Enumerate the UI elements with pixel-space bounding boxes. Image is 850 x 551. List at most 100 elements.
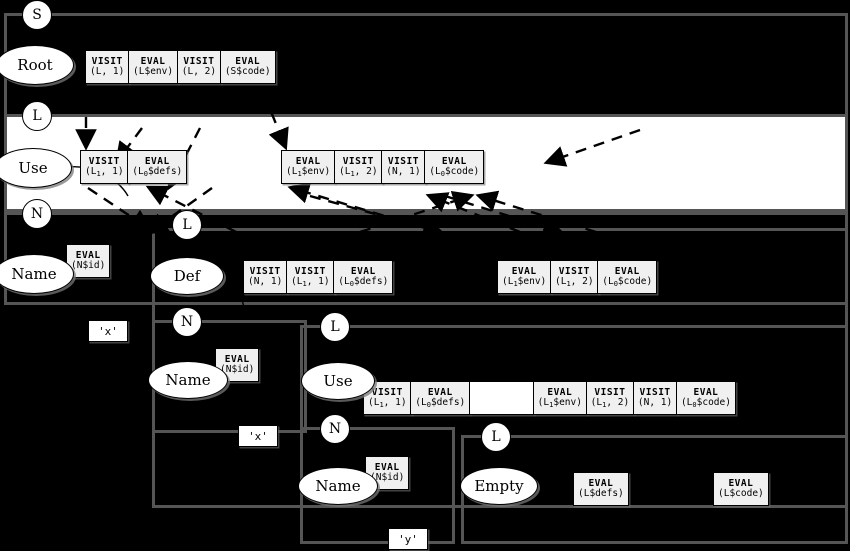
instruction-arg: (L0$code) [680,397,731,409]
nonterminal-circle-l-2: L [172,210,202,240]
instruction-op: EVAL [350,265,376,277]
instruction-box: VISIT(N, 1) [632,381,678,415]
instruction-box: VISIT(L1, 2) [549,260,599,294]
instruction-box: EVAL(L0$defs) [127,150,188,184]
instruction-op: VISIT [639,386,671,398]
nonterminal-label: L [182,217,192,233]
terminal-label: 'x' [248,429,268,443]
instruction-arg: (L1, 2) [554,276,594,288]
instruction-box: VISIT(L1, 1) [80,150,129,184]
instruction-box: VISIT(L1, 2) [333,150,383,184]
instruction-arg: (L0$defs) [415,397,466,409]
instruction-arg: (L, 1) [90,66,125,77]
instruction-box: EVAL(L0$code) [597,260,658,294]
instruction-arg: (N$id) [370,472,405,483]
instruction-op: VISIT [183,55,215,67]
instruction-box: EVAL(L0$defs) [333,260,394,294]
instruction-box: VISIT(N, 1) [243,260,288,294]
instruction-arg: (L0$code) [429,166,480,178]
production-ellipse-name-2: Name [148,361,228,399]
instruction-arg: (S$code) [224,66,271,77]
instruction-arg: (L1, 2) [590,397,630,409]
instruction-group-use2-a: VISIT(L1, 1)EVAL(L0$defs)EVAL(L1$env)VIS… [363,381,736,415]
production-label: Empty [474,477,524,495]
terminal-label: 'x' [98,324,118,338]
instruction-group-root-a: VISIT(L, 1)EVAL(L$env)VISIT(L, 2)EVAL(S$… [85,50,276,84]
instruction-op: EVAL [144,155,170,167]
instruction-box: VISIT(L, 1) [85,50,130,84]
instruction-op: EVAL [441,155,467,167]
instruction-op: EVAL [235,55,261,67]
nonterminal-label: L [491,429,501,445]
production-label: Name [315,477,361,495]
instruction-group-use1-b: EVAL(L1$env)VISIT(L1, 2)VISIT(N, 1)EVAL(… [281,150,485,184]
instruction-arg: (L$defs) [578,488,624,499]
instruction-op: EVAL [427,386,453,398]
nonterminal-circle-n-1: N [22,199,52,229]
instruction-group-empty-a: EVAL(L$defs) [573,472,629,506]
instruction-box: VISIT(L1, 1) [286,260,335,294]
instruction-box: EVAL(L1$env) [532,381,587,415]
nonterminal-label: N [30,206,44,222]
instruction-box: EVAL(L$env) [128,50,179,84]
instruction-op: EVAL [511,265,537,277]
production-ellipse-def: Def [150,257,224,295]
instruction-arg: (L1, 2) [338,166,378,178]
instruction-arg: (L, 2) [181,66,217,77]
terminal-box-y-1: 'y' [388,528,428,550]
terminal-label: 'y' [398,532,418,546]
instruction-op: EVAL [588,477,614,489]
instruction-group-use1-a: VISIT(L1, 1)EVAL(L0$defs) [80,150,188,184]
instruction-op: VISIT [249,265,281,277]
instruction-arg: (L1$env) [502,276,547,288]
instruction-box: EVAL(L0$code) [424,150,485,184]
production-ellipse-name-3: Name [298,467,378,505]
nonterminal-circle-n-3: N [320,414,350,444]
instruction-op: EVAL [140,55,166,67]
instruction-op: VISIT [594,386,626,398]
instruction-op: EVAL [614,265,640,277]
instruction-arg: (N$id) [220,364,255,375]
instruction-box: EVAL(L1$env) [497,260,552,294]
production-label: Name [11,265,57,283]
instruction-op: VISIT [558,265,590,277]
instruction-arg: (L0$defs) [338,276,389,288]
instruction-arg: (L1, 1) [85,166,124,178]
nonterminal-circle-l-4: L [481,422,511,452]
nonterminal-circle-l-3: L [320,312,350,342]
instruction-group-name2-a: EVAL(N$id) [215,348,260,382]
production-label: Use [323,372,353,390]
instruction-op: VISIT [91,55,123,67]
nonterminal-label: S [32,7,42,23]
nonterminal-circle-l-1: L [22,101,52,131]
instruction-box: EVAL(N$id) [215,348,260,382]
production-ellipse-empty: Empty [460,467,538,505]
nonterminal-label: N [328,421,342,437]
instruction-arg: (L$code) [718,488,764,499]
instruction-op: EVAL [295,155,321,167]
instruction-arg: (N, 1) [637,397,673,408]
nest-box-l-3 [300,325,848,508]
instruction-arg: (L$env) [133,66,174,77]
instruction-op: VISIT [88,155,120,167]
instruction-op: EVAL [224,353,250,365]
nonterminal-label: L [330,319,340,335]
instruction-op: EVAL [547,386,573,398]
instruction-box: EVAL(L1$env) [281,150,336,184]
instruction-arg: (L1, 1) [368,397,407,409]
instruction-box: VISIT(L1, 2) [585,381,635,415]
instruction-arg: (L1$env) [537,397,582,409]
instruction-box: EVAL(L$defs) [573,472,629,506]
instruction-arg: (L0$defs) [132,166,183,178]
production-label: Root [17,56,53,74]
instruction-box: EVAL(S$code) [219,50,276,84]
production-label: Def [173,267,201,285]
instruction-arg: (L1, 1) [291,276,330,288]
instruction-box: EVAL(L0$code) [675,381,736,415]
instruction-box: EVAL(L0$defs) [410,381,471,415]
instruction-arg: (N, 1) [248,276,283,287]
instruction-op: EVAL [374,461,400,473]
nonterminal-circle-n-2: N [172,307,202,337]
instruction-op: VISIT [342,155,374,167]
production-ellipse-name-1: Name [0,254,74,294]
